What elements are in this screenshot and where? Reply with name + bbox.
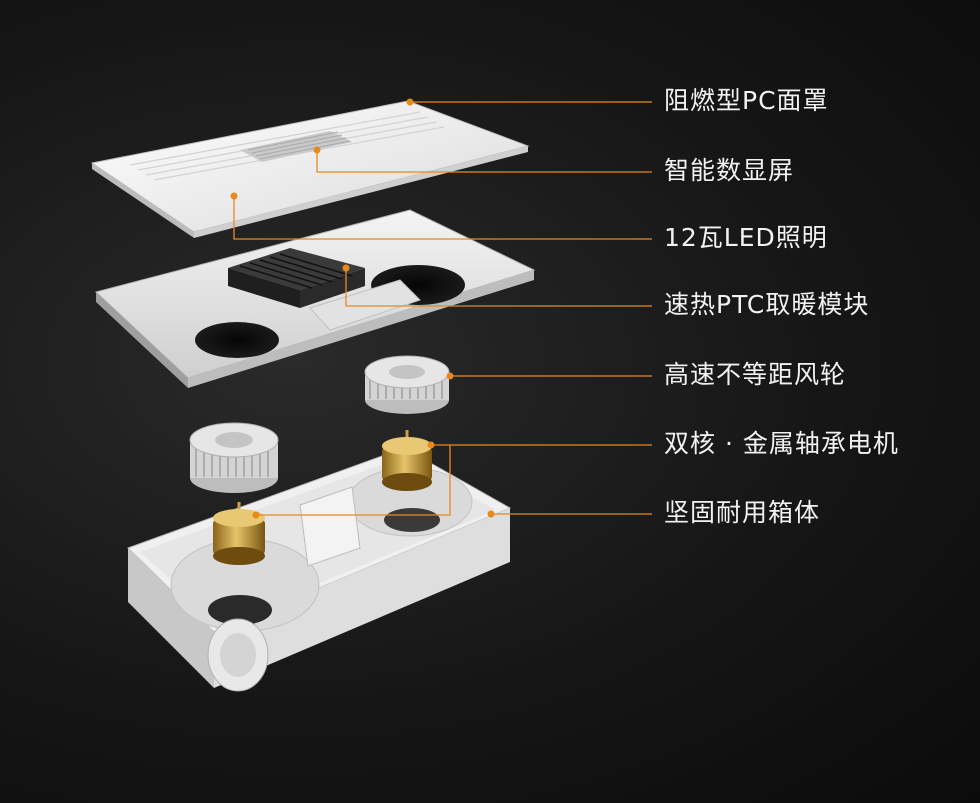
pc-cover-panel: [90, 100, 530, 238]
label-housing: 坚固耐用箱体: [664, 498, 821, 527]
label-ptc: 速热PTC取暖模块: [664, 290, 870, 319]
label-motor: 双核 · 金属轴承电机: [664, 429, 899, 458]
leader-motor-2: [256, 445, 451, 516]
label-pc-cover: 阻燃型PC面罩: [664, 86, 829, 115]
tray-hole-left: [195, 322, 279, 358]
label-impeller: 高速不等距风轮: [664, 360, 847, 389]
label-display: 智能数显屏: [664, 156, 795, 185]
display-grille: [240, 131, 352, 162]
leader-led: [233, 196, 652, 240]
impeller-left: [189, 422, 279, 493]
motor-left: [213, 502, 265, 565]
housing-hole-left: [208, 595, 272, 625]
middle-tray: [94, 209, 536, 388]
impeller-right: [364, 355, 450, 414]
label-led: 12瓦LED照明: [664, 223, 828, 252]
housing-hole-right: [384, 508, 440, 532]
ptc-heater-module: [228, 248, 365, 308]
leader-display: [316, 150, 652, 173]
leader-ptc: [345, 268, 652, 307]
motor-right: [382, 430, 432, 491]
callout-leaders: [233, 101, 652, 516]
callout-dots: [230, 98, 495, 519]
exhaust-port: [207, 618, 269, 692]
housing-box: [127, 447, 512, 692]
